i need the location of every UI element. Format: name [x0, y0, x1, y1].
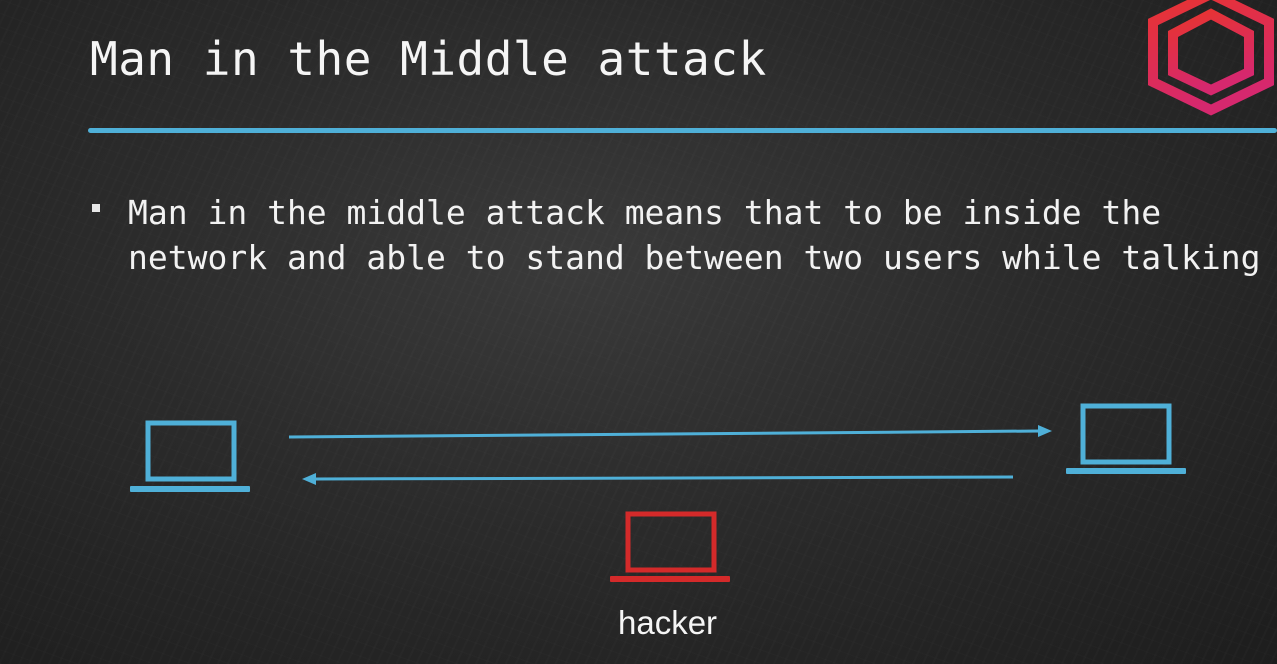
arrow-right-to-left — [302, 473, 1014, 485]
slide-title: Man in the Middle attack — [90, 32, 767, 86]
title-divider — [88, 128, 1277, 133]
user-laptop-right-icon — [1066, 403, 1186, 474]
bullet-text: Man in the middle attack means that to b… — [128, 193, 1261, 277]
bullet-marker — [92, 204, 100, 212]
hexagon-brand-icon — [1148, 0, 1274, 116]
hacker-laptop-icon — [610, 511, 730, 582]
user-laptop-left-icon — [130, 420, 250, 492]
arrow-left-to-right — [288, 425, 1052, 439]
hacker-label: hacker — [618, 604, 718, 641]
